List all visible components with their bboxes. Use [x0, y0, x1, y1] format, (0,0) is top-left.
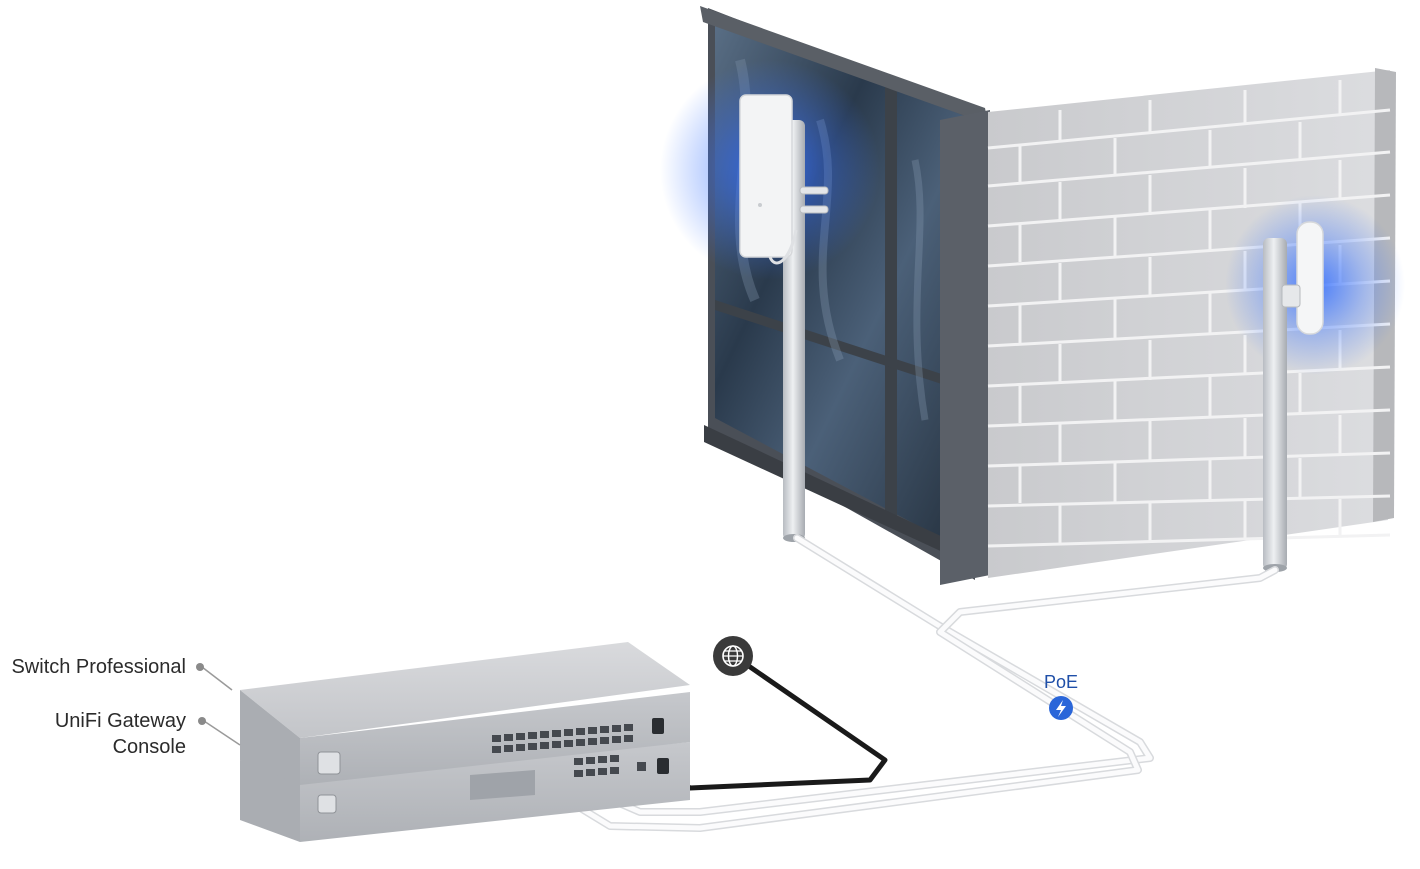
mount-pole-right	[1263, 238, 1287, 570]
switch-professional	[240, 642, 690, 785]
switch-callout-dot	[196, 663, 204, 671]
internet-cable	[663, 657, 888, 791]
callout-leaders	[201, 666, 241, 746]
switch-professional-label: Switch Professional	[11, 656, 186, 678]
lightning-bolt-icon	[1049, 696, 1073, 720]
panel-access-point	[739, 94, 793, 258]
access-point-cylinder-right	[1225, 195, 1405, 572]
gateway-console-label-line1: UniFi Gateway	[54, 710, 186, 732]
poe-cable	[501, 534, 1279, 832]
cylinder-access-point	[1296, 221, 1324, 335]
gateway-console-label-line2: Console	[112, 736, 186, 758]
globe-icon	[713, 636, 753, 676]
poe-label: PoE	[1044, 672, 1079, 692]
gateway-callout-dot	[198, 717, 206, 725]
